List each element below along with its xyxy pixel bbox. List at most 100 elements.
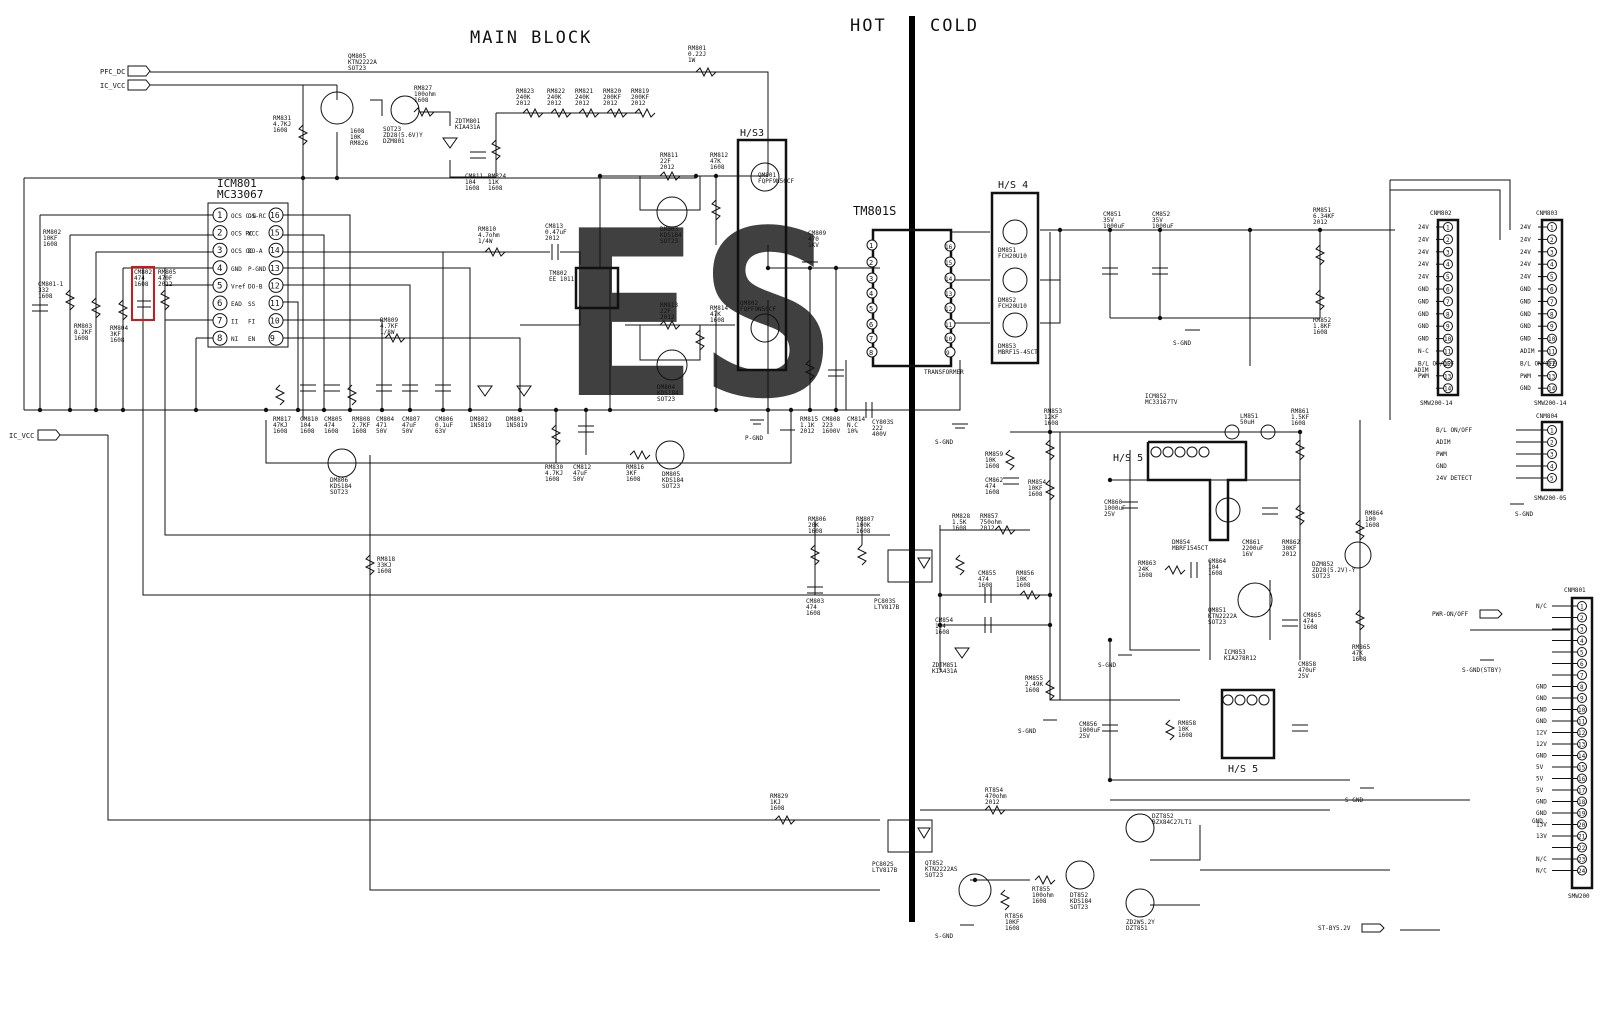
ic-pin-name: DO-A: [248, 248, 263, 255]
connector-signal: 12V: [1536, 741, 1547, 748]
hs5a-label: H/S 5: [1113, 453, 1143, 464]
cnm803-pins: 124V224V324V424V524V6GND7GND8GND9GND10GN…: [1520, 222, 1557, 394]
heatsink-hs5a: H/S 5: [1113, 424, 1276, 542]
hot-label: HOT: [850, 16, 887, 36]
ic-pin-name: SS: [248, 301, 256, 308]
ic-pin-name: OCS C-G: [231, 213, 257, 220]
connector-pin-number: 2: [1550, 440, 1554, 447]
page-title: MAIN BLOCK: [470, 28, 592, 48]
connector-pin-number: 2: [1446, 237, 1450, 244]
connector-pin-number: 24: [1578, 868, 1586, 875]
ic-pin-number: 2: [217, 229, 222, 239]
capacitors: [32, 151, 1308, 732]
net-p-gnd: P-GND: [745, 435, 763, 442]
connector-signal: GND: [1536, 810, 1547, 817]
connector-pin-number: 11: [1548, 349, 1556, 356]
ic-pin-number: 15: [270, 229, 280, 238]
ic-pin-name: EN: [248, 336, 256, 343]
connector-signal: 24V: [1418, 249, 1429, 256]
connector-pin-number: 5: [1580, 650, 1584, 657]
ic-pin-name: P-GND: [248, 266, 266, 273]
connector-signal: GND: [1536, 707, 1547, 714]
connector-pin-number: 21: [1578, 834, 1586, 841]
ic-pin-name: OCS CC: [231, 248, 253, 255]
connector-signal: N/C: [1536, 868, 1547, 875]
connector-pin-number: 7: [1446, 299, 1450, 306]
tm-pin: 6: [869, 321, 873, 329]
connector-signal: 24V DETECT: [1436, 475, 1473, 482]
ic-pin-name: OS-RC: [248, 213, 266, 220]
connector-pin-number: 7: [1550, 299, 1554, 306]
connector-pin-number: 4: [1446, 262, 1450, 269]
connector-pin-number: 1: [1550, 428, 1554, 435]
ic-pin-number: 16: [270, 211, 280, 220]
connector-pin-number: 1: [1580, 604, 1584, 611]
hs4-label: H/S 4: [998, 180, 1028, 191]
net-ic-vcc: IC_VCC: [100, 82, 125, 90]
net-s-gnd-stby: S-GND(STBY): [1462, 667, 1502, 674]
connector-pin-number: 23: [1578, 857, 1586, 864]
ic-pin-number: 12: [270, 281, 280, 290]
ic-pin-number: 8: [217, 334, 222, 344]
cnm803-type: SMW200-14: [1534, 400, 1567, 407]
ic-pin-number: 6: [217, 299, 222, 309]
connector-pin-number: 15: [1578, 765, 1586, 772]
connector-signal: GND: [1418, 286, 1429, 293]
connector-signal: GND: [1520, 298, 1531, 305]
connector-signal: GND: [1536, 799, 1547, 806]
junctions: [37, 173, 1323, 883]
ic-pin-number: 13: [270, 264, 280, 273]
connector-pin-number: 13: [1444, 373, 1452, 380]
connector-pin-number: 13: [1548, 373, 1556, 380]
connector-pin-number: 11: [1578, 719, 1586, 726]
wiring-cold-side: [912, 179, 1570, 931]
connector-pin-number: 8: [1550, 311, 1554, 318]
hs3-label: H/S3: [740, 128, 764, 139]
resistors: [64, 66, 1366, 911]
connector-pin-number: 12: [1578, 730, 1586, 737]
connector-pin-number: 8: [1446, 311, 1450, 318]
ic-pin-name: EAD: [231, 301, 242, 308]
transformer-note: TRANSFORMER: [924, 369, 964, 376]
connector-signal: 24V: [1418, 236, 1429, 243]
tm-pin: 11: [945, 322, 953, 329]
ic-pin-number: 14: [270, 246, 280, 255]
tm-pin: 7: [869, 335, 873, 343]
connector-pin-number: 18: [1578, 799, 1586, 806]
